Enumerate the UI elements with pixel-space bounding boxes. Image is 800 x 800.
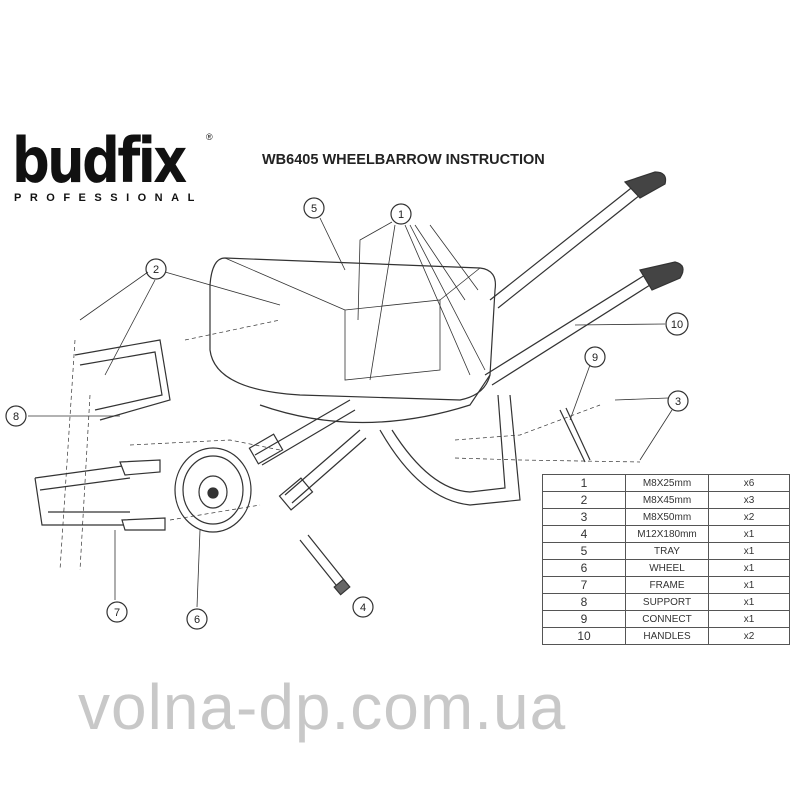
- page-title: WB6405 WHEELBARROW INSTRUCTION: [262, 152, 545, 168]
- tray-drawing: [209, 257, 497, 424]
- part-name: M8X50mm: [625, 508, 709, 526]
- part-number: 6: [542, 559, 626, 577]
- part-number: 4: [542, 525, 626, 543]
- svg-text:10: 10: [671, 319, 683, 331]
- part-quantity: x6: [708, 474, 790, 492]
- part-name: SUPPORT: [625, 593, 709, 611]
- bolt-drawing: [299, 534, 351, 596]
- part-name: M12X180mm: [625, 525, 709, 543]
- assembly-lines: [59, 319, 641, 571]
- part-name: FRAME: [625, 576, 709, 594]
- part-quantity: x1: [708, 593, 790, 611]
- part-number: 5: [542, 542, 626, 560]
- part-number: 10: [542, 627, 626, 645]
- leader-lines: [28, 217, 673, 608]
- logo-wordmark: budfix: [12, 124, 187, 197]
- callout-1: 1: [390, 203, 412, 225]
- svg-text:3: 3: [675, 396, 681, 408]
- svg-text:6: 6: [194, 614, 200, 626]
- support-drawing: [74, 339, 171, 421]
- part-number: 1: [542, 474, 626, 492]
- svg-text:2: 2: [153, 264, 159, 276]
- part-quantity: x1: [708, 610, 790, 628]
- part-quantity: x2: [708, 627, 790, 645]
- svg-text:4: 4: [360, 602, 366, 614]
- svg-text:9: 9: [592, 352, 598, 364]
- part-number: 2: [542, 491, 626, 509]
- callout-5: 5: [303, 197, 325, 219]
- budfix-logo: budfix ® PROFESSIONAL: [12, 124, 213, 205]
- callout-7: 7: [106, 601, 128, 623]
- part-name: HANDLES: [625, 627, 709, 645]
- part-number: 7: [542, 576, 626, 594]
- part-quantity: x2: [708, 508, 790, 526]
- watermark: volna-dp.com.ua: [78, 671, 567, 743]
- part-quantity: x3: [708, 491, 790, 509]
- part-number: 9: [542, 610, 626, 628]
- part-name: M8X25mm: [625, 474, 709, 492]
- callouts: 5 1 2 10 9 3 8 7 6 4: [5, 197, 689, 630]
- svg-text:5: 5: [311, 203, 317, 215]
- callout-6: 6: [186, 608, 208, 630]
- wheel-drawing: [174, 447, 252, 533]
- part-name: M8X45mm: [625, 491, 709, 509]
- svg-text:1: 1: [398, 209, 404, 221]
- part-quantity: x1: [708, 559, 790, 577]
- part-number: 8: [542, 593, 626, 611]
- part-quantity: x1: [708, 525, 790, 543]
- registered-mark: ®: [206, 132, 213, 142]
- callout-8: 8: [5, 405, 27, 427]
- callout-10: 10: [665, 312, 689, 336]
- callout-9: 9: [584, 346, 606, 368]
- frame-drawing: [248, 394, 521, 511]
- part-name: WHEEL: [625, 559, 709, 577]
- handles-drawing: [484, 171, 684, 386]
- callout-2: 2: [145, 258, 167, 280]
- svg-text:7: 7: [114, 607, 120, 619]
- callout-3: 3: [667, 390, 689, 412]
- frame-part-drawing: [34, 459, 166, 531]
- part-number: 3: [542, 508, 626, 526]
- logo-subtitle: PROFESSIONAL: [14, 192, 203, 204]
- callout-4: 4: [352, 596, 374, 618]
- svg-text:8: 8: [13, 411, 19, 423]
- part-name: TRAY: [625, 542, 709, 560]
- part-name: CONNECT: [625, 610, 709, 628]
- connect-drawing: [559, 407, 591, 463]
- part-quantity: x1: [708, 542, 790, 560]
- part-quantity: x1: [708, 576, 790, 594]
